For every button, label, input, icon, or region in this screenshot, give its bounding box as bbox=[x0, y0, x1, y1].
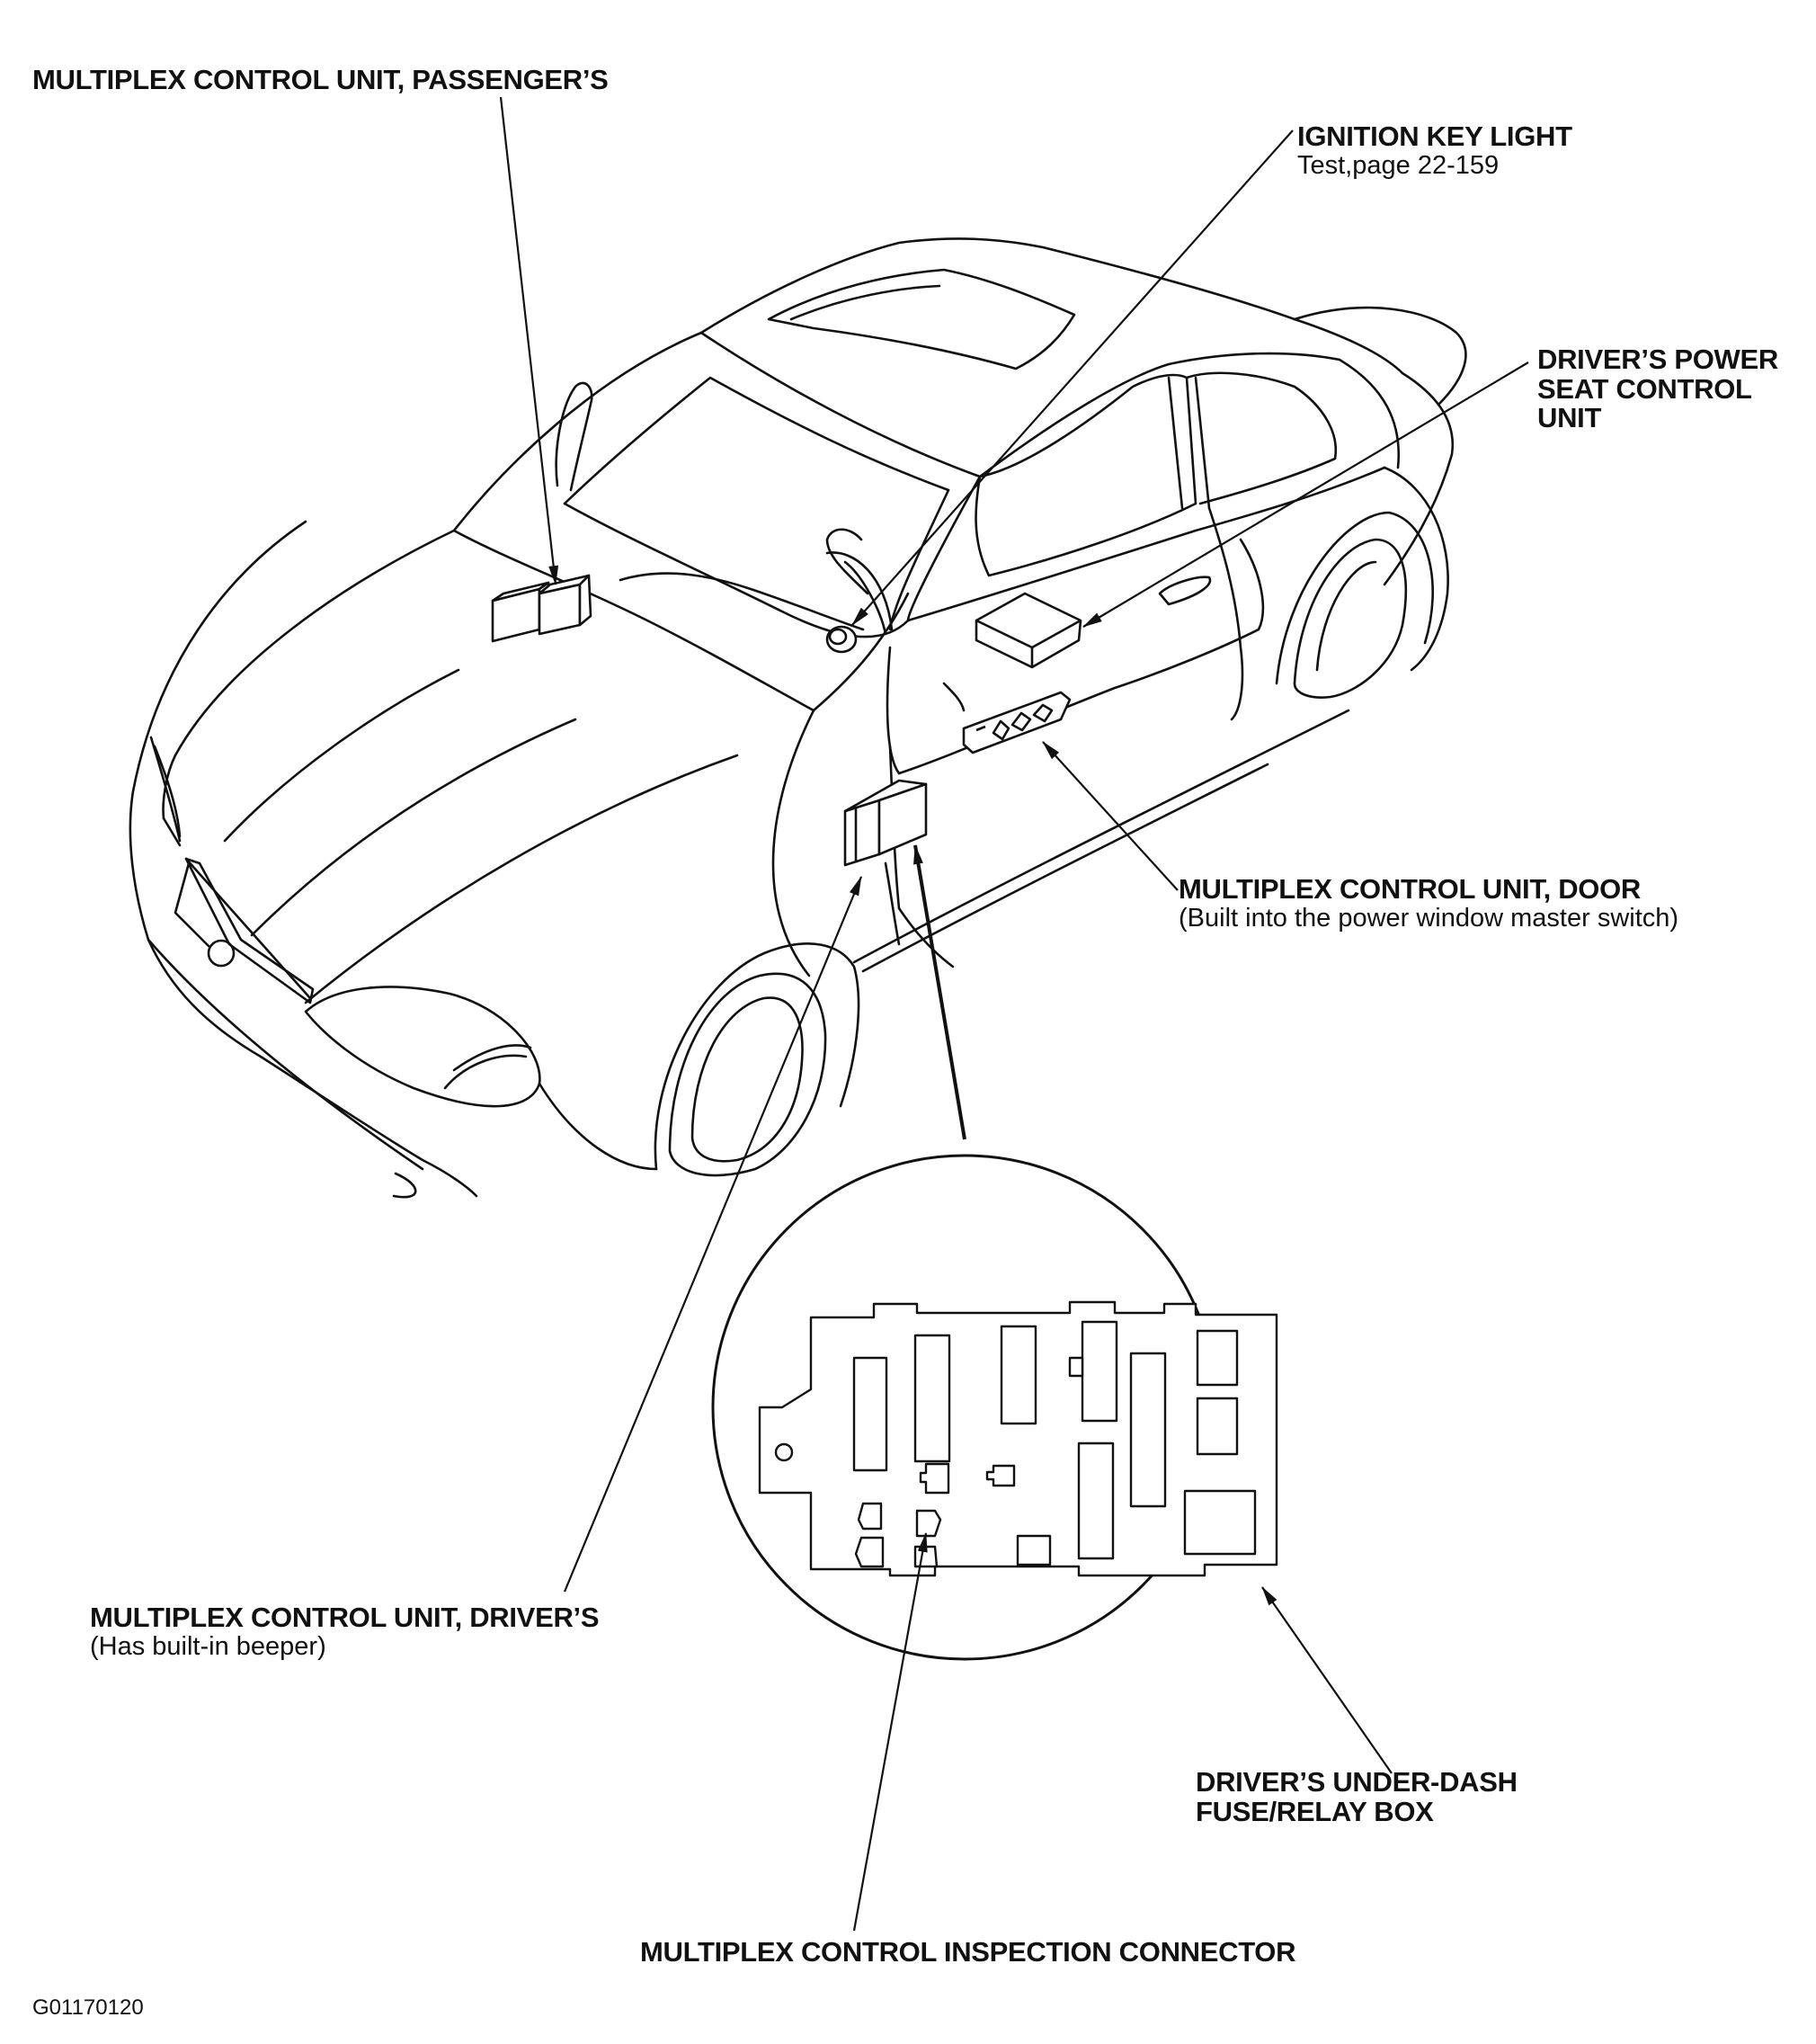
driver-mcu-box bbox=[843, 779, 928, 867]
ignition-key-light bbox=[825, 625, 858, 654]
power-seat-unit-box bbox=[975, 592, 1082, 669]
leader-power-seat bbox=[1082, 361, 1529, 628]
label-mcu-driver-note: (Has built-in beeper) bbox=[90, 1631, 326, 1661]
label-power-seat-line2: SEAT CONTROL bbox=[1537, 372, 1752, 405]
label-power-seat-unit: DRIVER’S POWER SEAT CONTROL UNIT bbox=[1537, 344, 1778, 434]
fuse-relay-box bbox=[758, 1300, 1278, 1577]
label-mcu-passenger-title: MULTIPLEX CONTROL UNIT, PASSENGER’S bbox=[32, 64, 609, 95]
leader-ignition-key-light bbox=[851, 129, 1294, 626]
passenger-mcu-box bbox=[491, 574, 592, 643]
leader-driver-mcu bbox=[563, 875, 863, 1593]
door-mcu-switch bbox=[962, 691, 1072, 754]
label-inspection-connector-title: MULTIPLEX CONTROL INSPECTION CONNECTOR bbox=[640, 1936, 1296, 1968]
label-fuse-box-line2: FUSE/RELAY BOX bbox=[1196, 1795, 1434, 1827]
leader-fuse-box bbox=[1261, 1586, 1393, 1774]
label-mcu-door-title: MULTIPLEX CONTROL UNIT, DOOR bbox=[1179, 873, 1641, 905]
label-power-seat-line1: DRIVER’S POWER bbox=[1537, 344, 1778, 375]
label-ignition-key-light-title: IGNITION KEY LIGHT bbox=[1297, 120, 1572, 152]
car-illustration bbox=[129, 237, 1467, 1199]
label-mcu-driver-title: MULTIPLEX CONTROL UNIT, DRIVER’S bbox=[90, 1602, 600, 1633]
label-power-seat-line3: UNIT bbox=[1537, 402, 1602, 434]
leader-door-mcu bbox=[1042, 741, 1179, 891]
leader-inspection-connector bbox=[852, 1531, 928, 1932]
leader-lines bbox=[499, 96, 1529, 1932]
label-inspection-connector: MULTIPLEX CONTROL INSPECTION CONNECTOR bbox=[640, 1936, 1296, 1968]
label-mcu-door-note: (Built into the power window master swit… bbox=[1179, 903, 1679, 933]
label-mcu-driver: MULTIPLEX CONTROL UNIT, DRIVER’S (Has bu… bbox=[90, 1602, 600, 1661]
label-fuse-relay-box: DRIVER’S UNDER-DASH FUSE/RELAY BOX bbox=[1196, 1766, 1518, 1827]
label-ignition-key-light: IGNITION KEY LIGHT Test,page 22-159 bbox=[1297, 120, 1572, 180]
label-mcu-door: MULTIPLEX CONTROL UNIT, DOOR (Built into… bbox=[1179, 873, 1679, 933]
label-fuse-box-line1: DRIVER’S UNDER-DASH bbox=[1196, 1766, 1518, 1798]
label-mcu-passenger: MULTIPLEX CONTROL UNIT, PASSENGER’S bbox=[32, 64, 609, 95]
figure-code: G01170120 bbox=[32, 1995, 144, 2020]
leader-passenger-mcu bbox=[499, 96, 559, 586]
leader-fuse-box-detail bbox=[913, 843, 966, 1140]
label-ignition-key-light-note: Test,page 22-159 bbox=[1297, 150, 1500, 180]
